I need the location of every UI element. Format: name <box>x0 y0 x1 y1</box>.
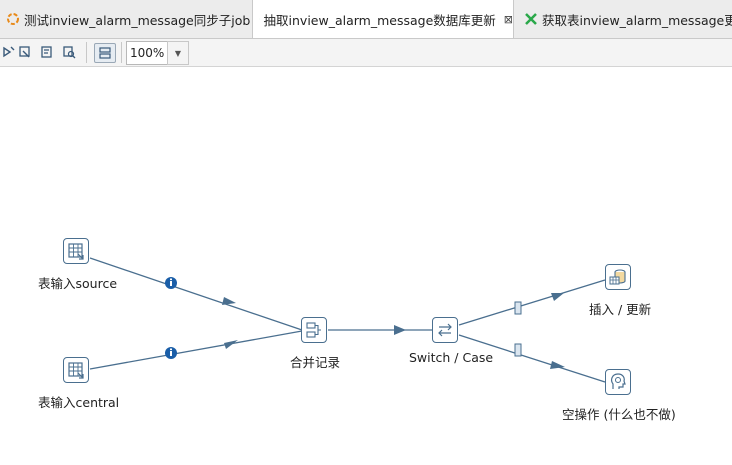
hops-layer <box>89 257 606 383</box>
case-hop-badge-icon[interactable] <box>514 343 522 357</box>
node-label-central: 表输入central <box>38 395 120 410</box>
transformation-icon <box>525 13 537 25</box>
merge-icon <box>306 322 321 338</box>
info-badge-icon[interactable] <box>165 277 177 289</box>
chevron-down-icon[interactable]: ▼ <box>167 41 189 65</box>
database-update-icon <box>609 269 626 285</box>
hop-arrow <box>224 340 238 349</box>
close-icon[interactable]: ⊠ <box>503 12 513 26</box>
table-input-source-node[interactable] <box>63 238 89 264</box>
case-hop-badge-icon[interactable] <box>514 301 522 315</box>
zoom-field[interactable]: 100% <box>126 41 169 65</box>
node-label-dummy: 空操作 (什么也不做) <box>562 407 676 422</box>
hop-arrow <box>550 361 565 369</box>
node-label-source: 表输入source <box>38 276 118 291</box>
editor-tab-bar: 测试inview_alarm_message同步子job 抽取inview_al… <box>0 0 732 39</box>
canvas-toolbar: 100% ▼ <box>0 39 732 67</box>
preview-icon[interactable] <box>16 43 34 61</box>
hop-switch-dummy[interactable] <box>458 334 606 383</box>
layout-icon[interactable] <box>94 43 116 63</box>
hop-central-merge[interactable] <box>89 330 303 370</box>
job-icon <box>7 13 19 25</box>
toolbar-separator <box>121 42 122 63</box>
tab-label: 测试inview_alarm_message同步子job <box>24 12 251 28</box>
node-label-switch: Switch / Case <box>409 350 494 365</box>
tab-transformation-extract[interactable]: 抽取inview_alarm_message数据库更新 ⊠ <box>252 0 514 38</box>
head-icon <box>611 373 626 389</box>
debug-icon[interactable] <box>38 43 56 61</box>
tab-label: 抽取inview_alarm_message数据库更新 <box>263 12 496 28</box>
node-label-merge: 合并记录 <box>290 355 341 370</box>
table-input-icon <box>68 362 84 379</box>
table-input-central-node[interactable] <box>63 357 89 383</box>
insert-update-node[interactable] <box>605 264 631 290</box>
toolbar-separator <box>86 42 87 63</box>
hop-arrow <box>551 293 564 301</box>
table-input-icon <box>68 243 84 260</box>
tab-transformation-fetch[interactable]: 获取表inview_alarm_message更新 <box>524 0 732 38</box>
hop-arrow <box>222 297 236 305</box>
tab-job-sync[interactable]: 测试inview_alarm_message同步子job <box>6 0 250 38</box>
info-badge-icon[interactable] <box>165 347 177 359</box>
analyze-icon[interactable] <box>60 43 78 61</box>
dummy-node[interactable] <box>605 369 631 395</box>
hop-arrow <box>394 325 406 335</box>
tab-label: 获取表inview_alarm_message更新 <box>542 12 732 28</box>
run-icon[interactable] <box>0 43 18 61</box>
transformation-canvas[interactable]: 表输入source 表输入central 合并记录 Switch / Case <box>0 67 732 465</box>
merge-rows-node[interactable] <box>301 317 327 343</box>
hop-source-merge[interactable] <box>89 257 303 331</box>
node-label-update: 插入 / 更新 <box>589 302 652 317</box>
hop-switch-update[interactable] <box>458 279 606 326</box>
transformation-icon <box>259 18 260 20</box>
switch-icon <box>438 323 452 337</box>
switch-case-node[interactable] <box>432 317 458 343</box>
